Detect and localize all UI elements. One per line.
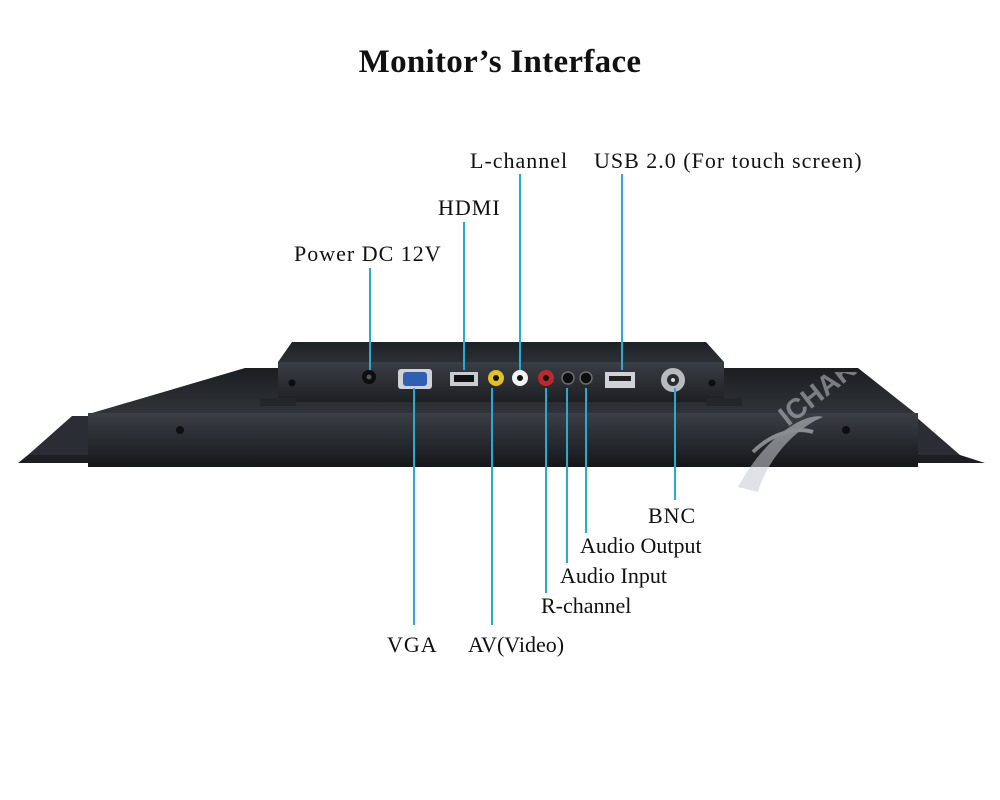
r-channel-port	[538, 370, 554, 386]
ports	[362, 368, 685, 392]
screw-left	[176, 426, 184, 434]
l-channel-port	[512, 370, 528, 386]
av-video-port	[488, 370, 504, 386]
bnc-port	[661, 368, 685, 392]
label-l-channel: L-channel	[470, 148, 569, 173]
label-audio-input: Audio Input	[560, 563, 667, 588]
page-title: Monitor’s Interface	[358, 44, 642, 80]
hdmi-port	[450, 372, 478, 386]
label-hdmi: HDMI	[438, 195, 501, 220]
audio-input-port	[561, 371, 575, 385]
label-usb: USB 2.0 (For touch screen)	[594, 148, 863, 173]
label-power: Power DC 12V	[294, 241, 442, 266]
label-r-channel: R-channel	[541, 593, 632, 618]
label-bnc: BNC	[648, 503, 697, 528]
leader-lines	[369, 174, 676, 625]
label-vga: VGA	[387, 632, 438, 657]
label-av-video: AV(Video)	[468, 632, 565, 657]
usb-port	[605, 372, 635, 388]
watermark-text: ICHAK	[773, 372, 862, 432]
vga-port	[398, 369, 432, 389]
watermark-logo: ICHAK	[728, 353, 908, 502]
label-audio-output: Audio Output	[580, 533, 702, 558]
power-port	[362, 370, 376, 384]
screw-right	[842, 426, 850, 434]
audio-output-port	[579, 371, 593, 385]
